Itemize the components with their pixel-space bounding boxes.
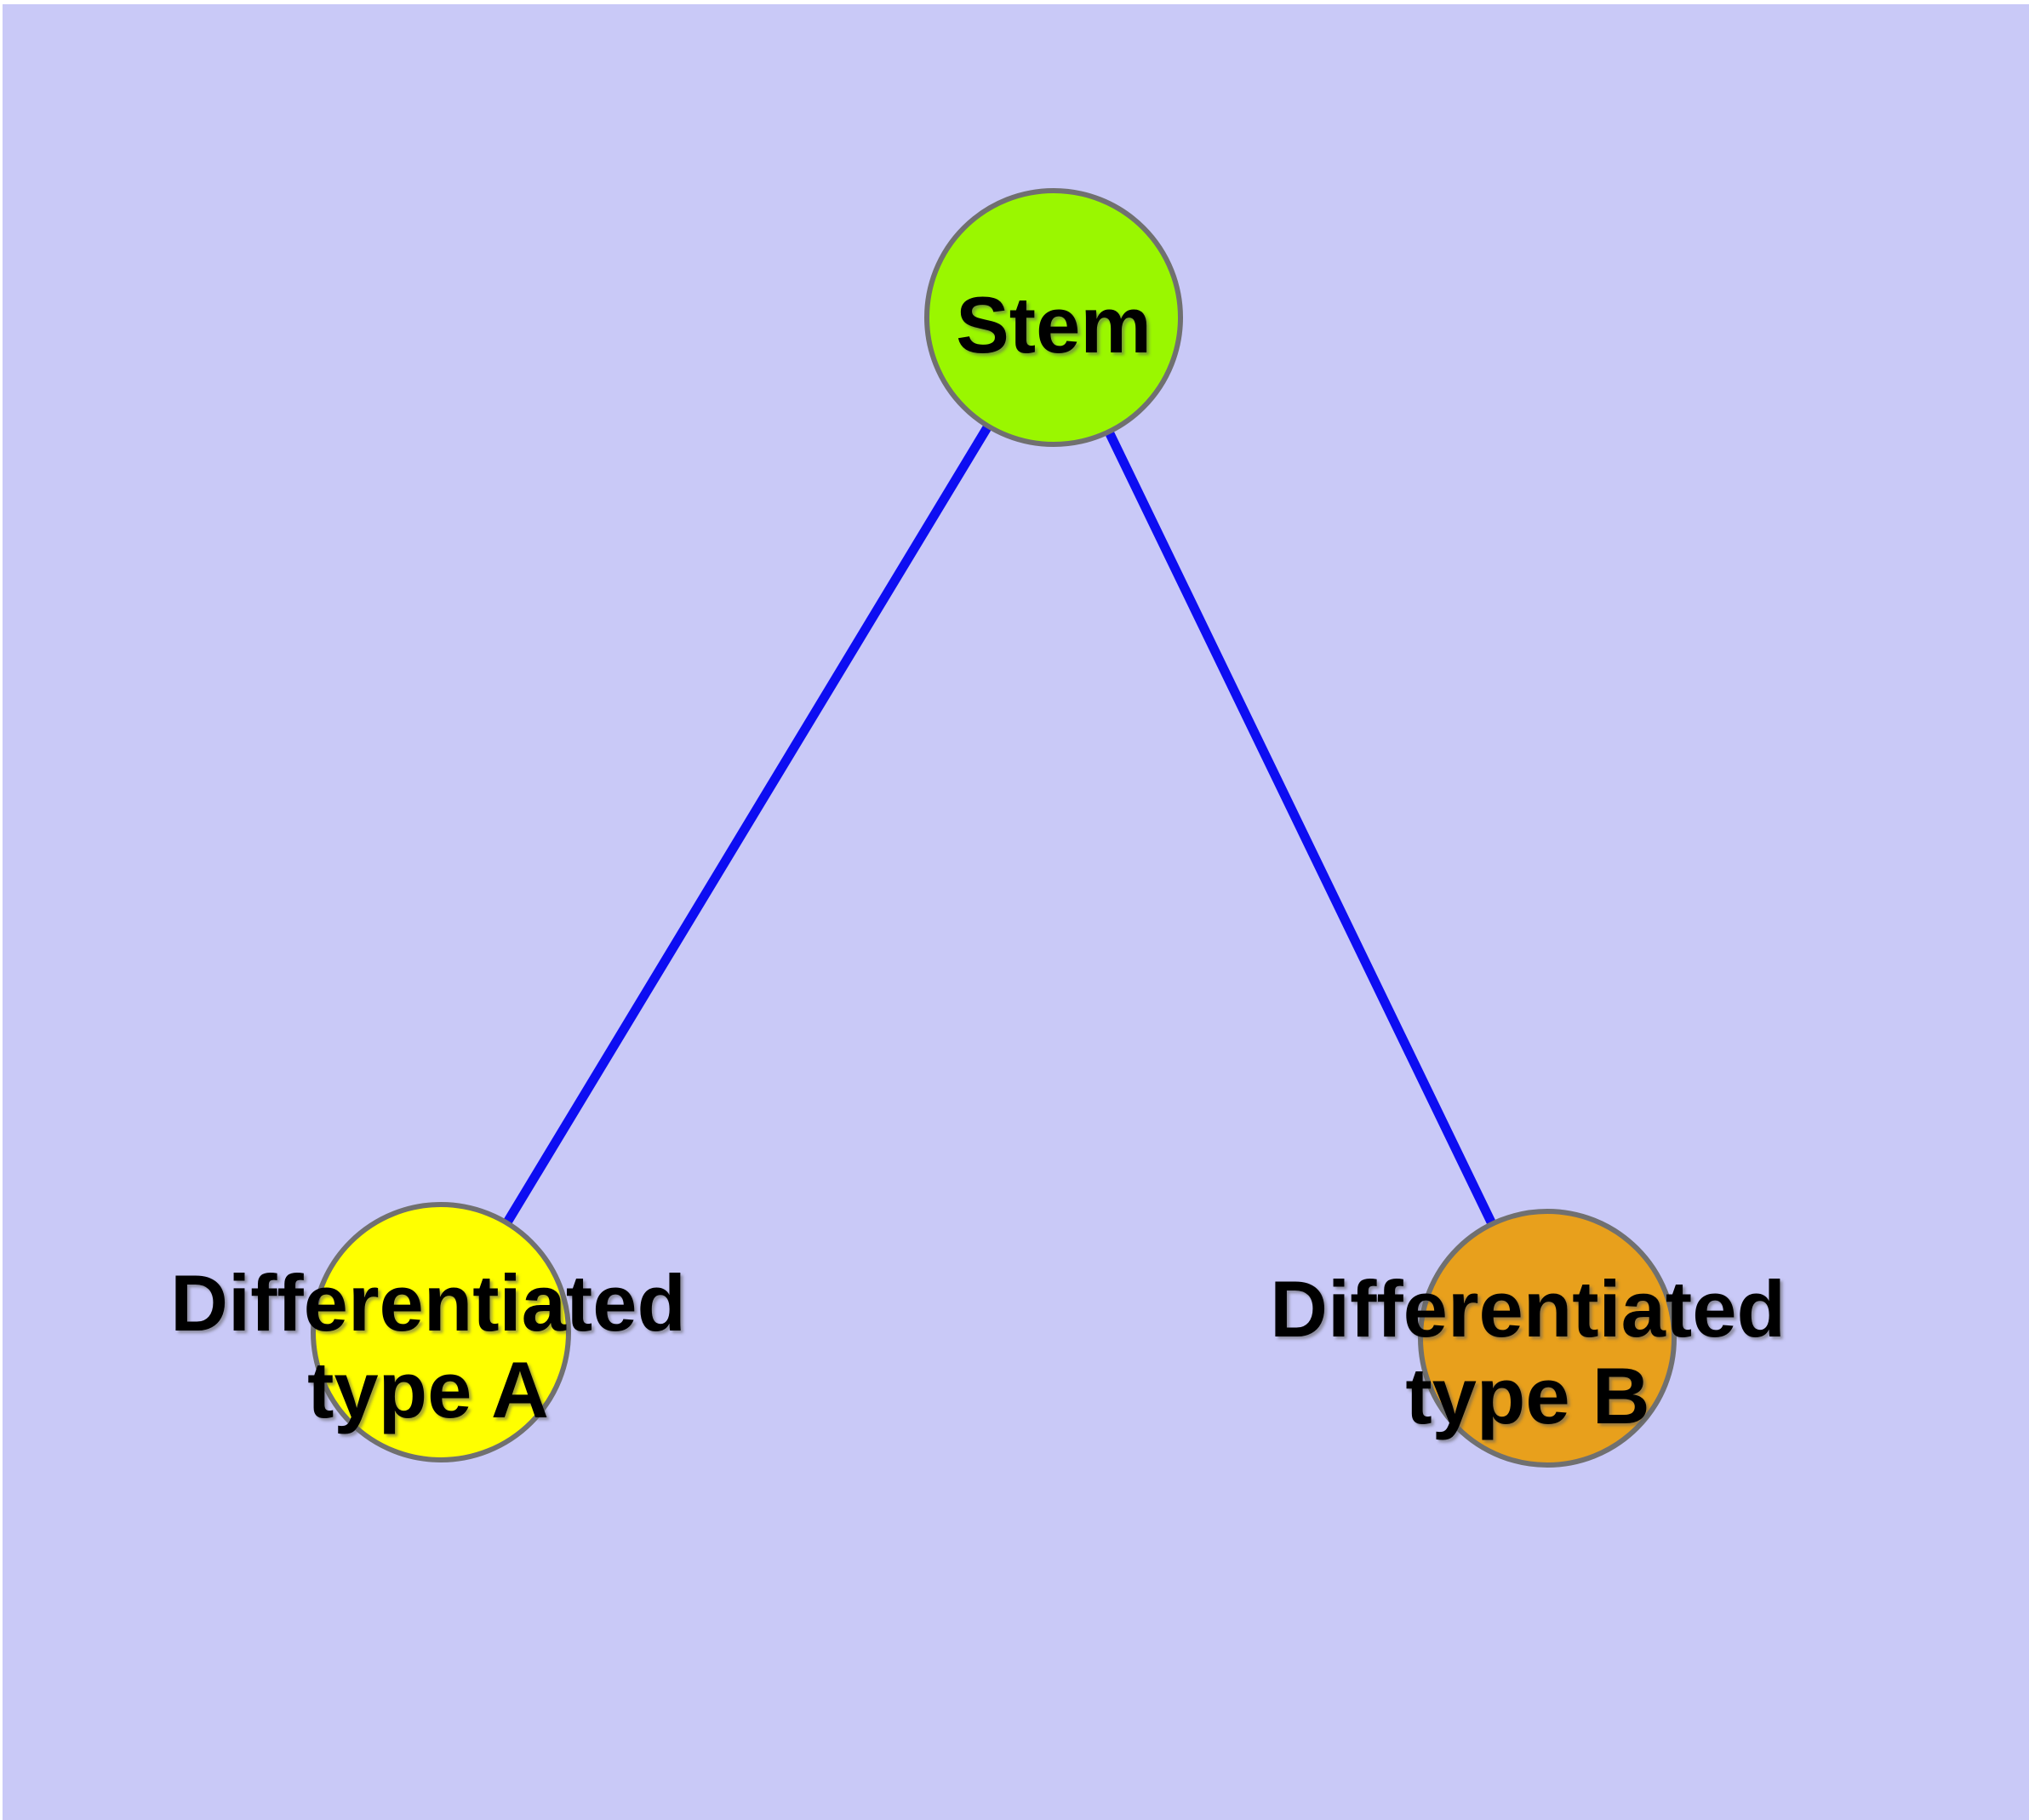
node-type-b-label: Differentiated type B xyxy=(1270,1266,1786,1439)
node-label-line: Differentiated xyxy=(170,1258,686,1348)
node-label-line: Stem xyxy=(956,280,1152,370)
node-type-a-label: Differentiated type A xyxy=(170,1260,686,1434)
node-label-line: Differentiated xyxy=(1270,1264,1786,1354)
node-type-a-circle xyxy=(311,1202,571,1462)
node-type-b-circle xyxy=(1418,1209,1677,1468)
graph-canvas: Stem Differentiated type A Differentiate… xyxy=(3,4,2029,1820)
node-stem-label: Stem xyxy=(956,282,1152,369)
edge-stem-to-type-a xyxy=(437,315,1058,1335)
edge-stem-to-type-b xyxy=(1049,315,1552,1341)
node-label-line: type B xyxy=(1405,1351,1650,1440)
node-label-line: type A xyxy=(307,1345,549,1434)
node-stem-circle xyxy=(924,188,1183,447)
